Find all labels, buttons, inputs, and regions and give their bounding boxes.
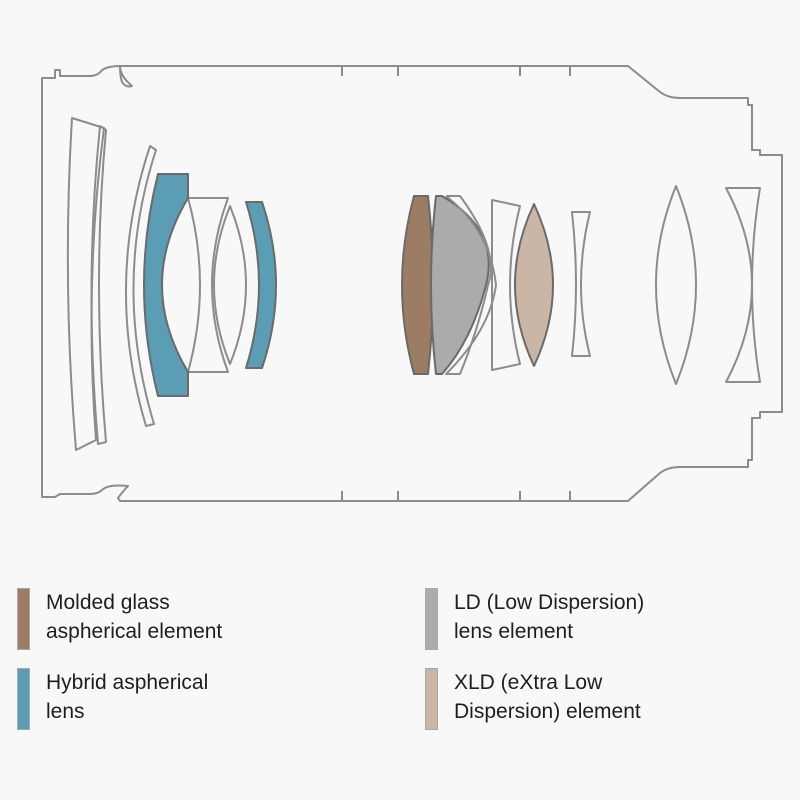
front-meniscus-element-1: [66, 117, 105, 451]
rear-biconvex-element: [655, 185, 697, 385]
molded-glass-aspherical-element: [401, 195, 434, 375]
legend-label-ld: LD (Low Dispersion) lens element: [454, 591, 645, 643]
legend: Molded glass aspherical element LD (Low …: [0, 588, 800, 748]
hybrid-aspherical-element-2: [245, 201, 277, 369]
hybrid-aspherical-element-1: [143, 173, 189, 397]
legend-item-xld: XLD (eXtra Low Dispersion) element: [425, 668, 641, 730]
rear-meniscus-element-2: [725, 187, 761, 383]
rear-meniscus-element-1: [445, 195, 497, 375]
legend-label-xld: XLD (eXtra Low Dispersion) element: [454, 671, 641, 723]
legend-item-ld: LD (Low Dispersion) lens element: [425, 588, 644, 650]
legend-item-molded-glass: Molded glass aspherical element: [17, 588, 222, 650]
front-meniscus-element-2: [90, 125, 107, 445]
xld-lens-element: [514, 203, 554, 367]
hybrid-aspherical-swatch: [17, 668, 30, 730]
barrel-seam-top: [341, 66, 571, 76]
xld-swatch: [425, 668, 438, 730]
lens-barrel-outline: [41, 65, 783, 502]
legend-label-molded-glass: Molded glass aspherical element: [46, 591, 223, 643]
ld-swatch: [425, 588, 438, 650]
barrel-seam-bottom: [341, 491, 571, 501]
biconvex-element-front: [213, 205, 247, 365]
rear-doublet-element-outline: [491, 199, 521, 371]
front-meniscus-element-3: [125, 145, 157, 427]
legend-label-hybrid-aspherical: Hybrid aspherical lens: [46, 671, 209, 723]
legend-item-hybrid-aspherical: Hybrid aspherical lens: [17, 668, 208, 730]
lens-construction-diagram: [41, 65, 783, 502]
doublet-element-outline: [187, 197, 229, 373]
molded-glass-swatch: [17, 588, 30, 650]
rear-concave-element: [571, 211, 591, 357]
ld-lens-element: [430, 195, 490, 375]
